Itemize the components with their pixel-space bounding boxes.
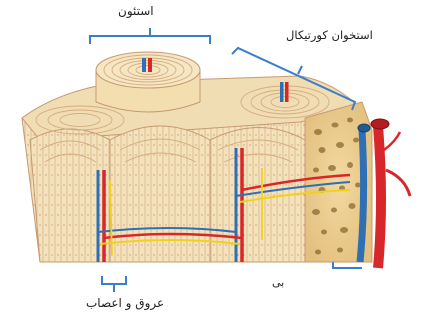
vessels-bracket — [102, 276, 126, 292]
osteon-bracket — [90, 28, 210, 44]
label-cortical-bone: استخوان کورتیکال — [286, 28, 373, 42]
partial-bracket — [333, 262, 362, 268]
label-osteon: استئون — [118, 4, 154, 18]
vein-vessel — [280, 82, 284, 102]
artery-vessel — [285, 82, 289, 102]
label-vessels-nerves: عروق و اعصاب — [86, 296, 164, 310]
osteon-columns — [30, 126, 305, 262]
osteon-cylinder — [96, 52, 200, 112]
label-partial: بی — [272, 276, 284, 289]
